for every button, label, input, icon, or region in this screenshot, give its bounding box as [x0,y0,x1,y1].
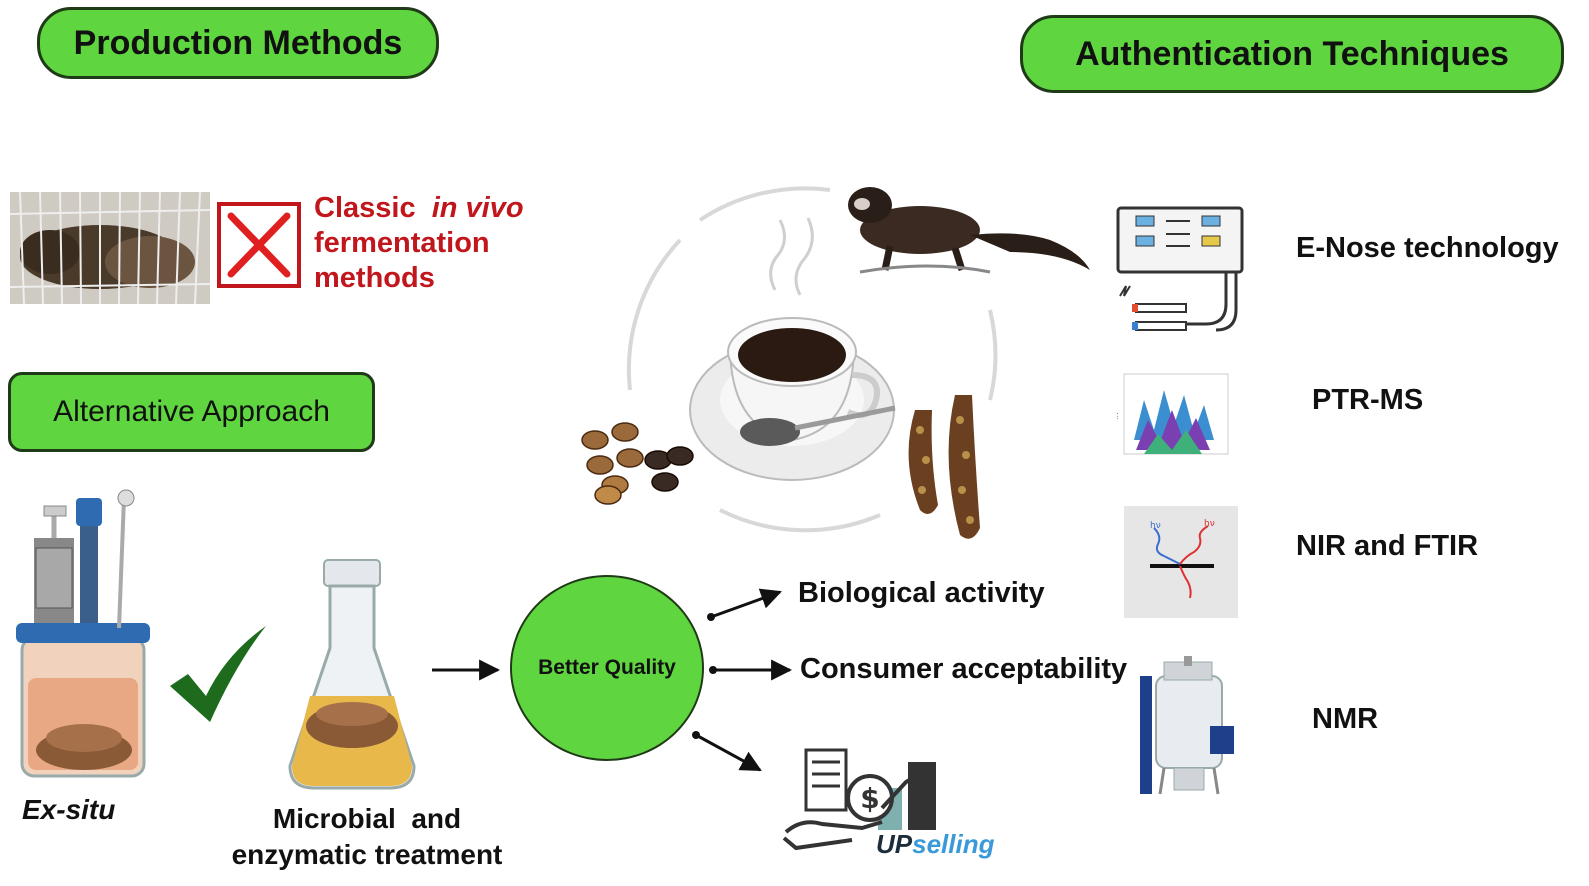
svg-text:hν: hν [1150,521,1161,531]
technique-ptr-ms: PTR-MS [1312,384,1424,416]
svg-text:hν: hν [1204,519,1215,529]
caged-civet-image [9,191,211,305]
red-x-icon [217,202,301,288]
bioreactor-icon [16,489,150,778]
nir-ftir-icon: hν hν [1124,506,1238,618]
classic-in-vivo-text: Classic in vivo fermentation methods [314,191,524,296]
consumer-acceptability-label: Consumer acceptability [800,653,1128,685]
upselling-up: UP [876,829,913,859]
technique-e-nose: E-Nose technology [1296,232,1559,264]
nmr-icon [1140,656,1234,795]
authentication-techniques-header: Authentication Techniques [1020,15,1564,93]
technique-nir-ftir: NIR and FTIR [1296,530,1479,562]
upselling-icon: $ [782,748,936,851]
svg-text:$: $ [860,782,879,815]
classic-word: Classic [314,192,416,224]
upselling-rest: selling [912,829,995,859]
ex-situ-label: Ex-situ [22,794,116,825]
arrow-biological [710,588,782,619]
alternative-approach-label: Alternative Approach [53,395,330,428]
ptr-ms-icon: ... [1111,373,1229,455]
arrow-upselling [695,733,762,772]
production-methods-label: Production Methods [73,23,403,62]
coffee-cycle-illustration [581,186,1090,539]
authentication-techniques-label: Authentication Techniques [1075,34,1509,73]
biological-activity-label: Biological activity [798,577,1045,609]
fermentation-word: fermentation [314,227,490,259]
methods-word: methods [314,262,435,294]
better-quality-label: Better Quality [538,656,676,679]
microbial-line-1: Microbial and [272,803,462,834]
better-quality-circle: Better Quality [510,575,704,761]
svg-text:...: ... [1111,412,1120,420]
flask-icon [288,559,416,790]
production-methods-header: Production Methods [37,7,439,79]
alternative-approach-header: Alternative Approach [8,372,375,452]
check-icon [170,626,266,722]
microbial-line-2: enzymatic treatment [231,839,503,870]
upselling-text: UPselling [876,829,994,860]
microbial-treatment-label: Microbial and enzymatic treatment [222,801,512,873]
technique-nmr: NMR [1312,703,1379,735]
in-vivo-word: in vivo [431,192,524,224]
e-nose-icon [1116,206,1244,332]
